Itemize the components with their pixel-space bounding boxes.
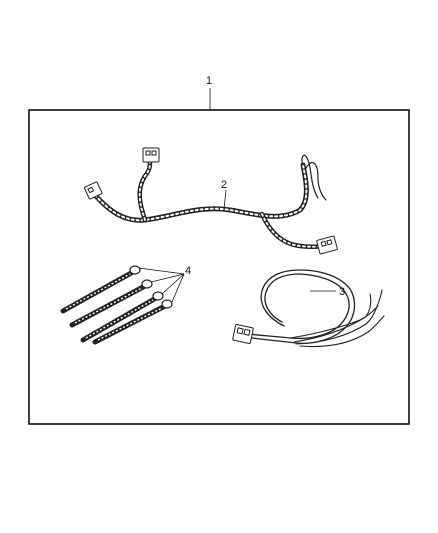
wire-pigtail	[232, 269, 385, 347]
cable-ties	[60, 265, 173, 345]
callout-3-label: 3	[339, 286, 345, 298]
callout-4-label: 4	[185, 265, 191, 277]
callout-1-label: 1	[206, 75, 212, 87]
callout-4-leader	[138, 267, 185, 303]
callout-2-label: 2	[221, 179, 227, 191]
callout-2-leader	[223, 189, 227, 210]
kit-frame	[28, 109, 410, 425]
wiring-harness	[83, 147, 338, 255]
